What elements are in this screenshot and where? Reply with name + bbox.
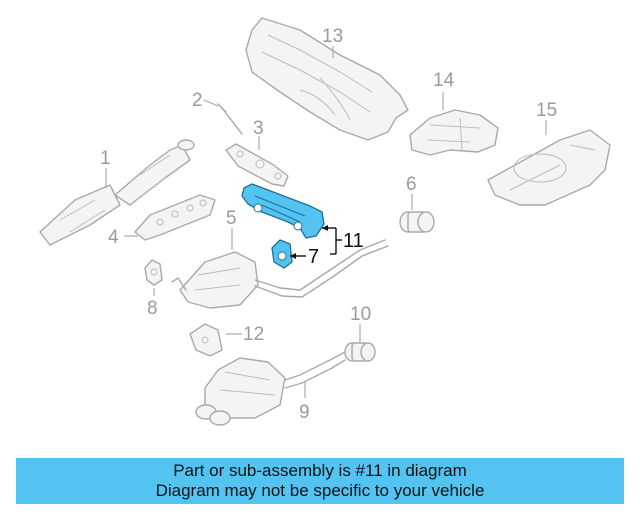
callout-15: 15 xyxy=(536,100,557,121)
info-banner: Part or sub-assembly is #11 in diagram D… xyxy=(16,458,624,504)
part-2-bolt[interactable] xyxy=(217,103,243,135)
callout-12: 12 xyxy=(243,324,264,345)
callout-10: 10 xyxy=(350,304,371,325)
callout-9: 9 xyxy=(299,402,310,423)
leader-11-bracket xyxy=(290,225,342,259)
part-14-manifold-shield[interactable] xyxy=(409,109,499,156)
exhaust-parts-diagram: 13 14 15 1 2 3 xyxy=(39,17,611,426)
callout-3: 3 xyxy=(253,118,264,139)
banner-line-2: Diagram may not be specific to your vehi… xyxy=(155,481,485,500)
callout-5: 5 xyxy=(226,208,237,229)
leader-2 xyxy=(203,99,219,107)
callout-11: 11 xyxy=(343,230,364,252)
callout-7: 7 xyxy=(308,246,319,268)
part-1-catalytic-converter[interactable] xyxy=(39,139,195,246)
part-6-clamp[interactable] xyxy=(399,211,435,233)
part-12-bracket[interactable] xyxy=(189,323,223,357)
part-3-gasket[interactable] xyxy=(225,143,289,187)
part-4-manifold-gasket[interactable] xyxy=(134,194,216,241)
callout-14: 14 xyxy=(433,70,455,91)
part-10-clamp[interactable] xyxy=(344,342,376,362)
callout-8: 8 xyxy=(147,298,158,319)
part-11-bracket-assembly[interactable] xyxy=(241,183,325,239)
part-7-mount[interactable] xyxy=(271,239,293,269)
banner-line-1: Part or sub-assembly is #11 in diagram xyxy=(173,461,467,480)
part-8-hanger[interactable] xyxy=(144,259,163,286)
part-15-floor-shield[interactable] xyxy=(487,129,611,206)
part-13-heat-shield[interactable] xyxy=(245,17,409,141)
callout-13: 13 xyxy=(322,26,343,47)
callout-2: 2 xyxy=(192,90,203,111)
callout-6: 6 xyxy=(406,174,417,195)
callout-1: 1 xyxy=(100,148,111,169)
part-5-center-muffler[interactable] xyxy=(171,239,389,309)
part-9-rear-muffler[interactable] xyxy=(195,351,346,426)
callout-4: 4 xyxy=(108,227,119,248)
